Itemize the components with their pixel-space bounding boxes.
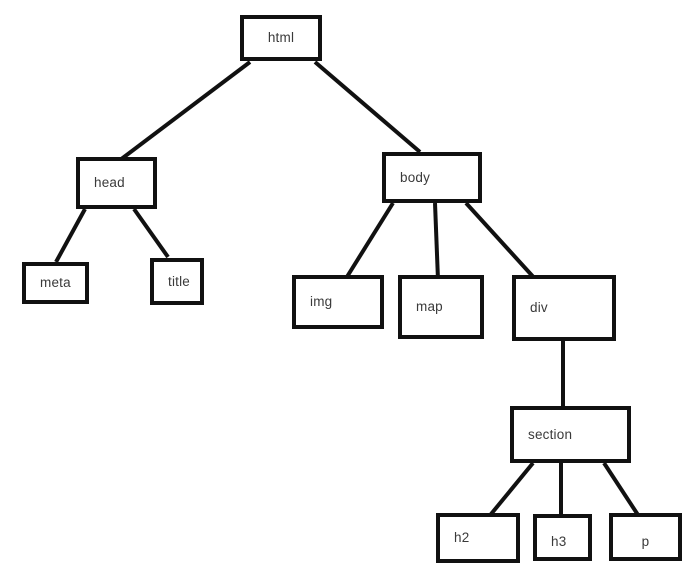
node-p[interactable]: p <box>609 513 682 561</box>
edge-html-to-body <box>313 60 422 154</box>
node-h3[interactable]: h3 <box>533 514 592 561</box>
node-label-p: p <box>641 533 650 549</box>
node-h2[interactable]: h2 <box>436 513 520 563</box>
node-label-html: html <box>267 30 295 46</box>
node-label-meta: meta <box>40 275 71 291</box>
node-label-title: title <box>168 273 191 289</box>
node-meta[interactable]: meta <box>22 262 89 304</box>
edge-html-to-head <box>118 60 252 162</box>
node-label-body: body <box>400 169 431 185</box>
node-section[interactable]: section <box>510 406 631 463</box>
node-label-div: div <box>530 300 548 316</box>
edge-body-to-map <box>433 202 440 281</box>
node-label-map: map <box>416 299 443 315</box>
node-label-img: img <box>310 294 333 310</box>
edge-head-to-title <box>132 207 170 259</box>
edge-section-to-h2 <box>485 461 535 521</box>
node-label-h2: h2 <box>454 530 470 546</box>
node-title[interactable]: title <box>150 258 204 305</box>
node-head[interactable]: head <box>76 157 157 209</box>
node-img[interactable]: img <box>292 275 384 329</box>
node-label-section: section <box>528 426 573 442</box>
node-map[interactable]: map <box>398 275 484 339</box>
node-label-head: head <box>94 175 125 191</box>
edge-body-to-div <box>464 201 539 283</box>
edge-body-to-img <box>343 201 395 282</box>
node-html[interactable]: html <box>240 15 322 61</box>
edge-head-to-meta <box>54 208 87 263</box>
node-body[interactable]: body <box>382 152 482 203</box>
edge-section-to-p <box>602 461 642 520</box>
node-label-h3: h3 <box>551 533 567 549</box>
node-div[interactable]: div <box>512 275 616 341</box>
